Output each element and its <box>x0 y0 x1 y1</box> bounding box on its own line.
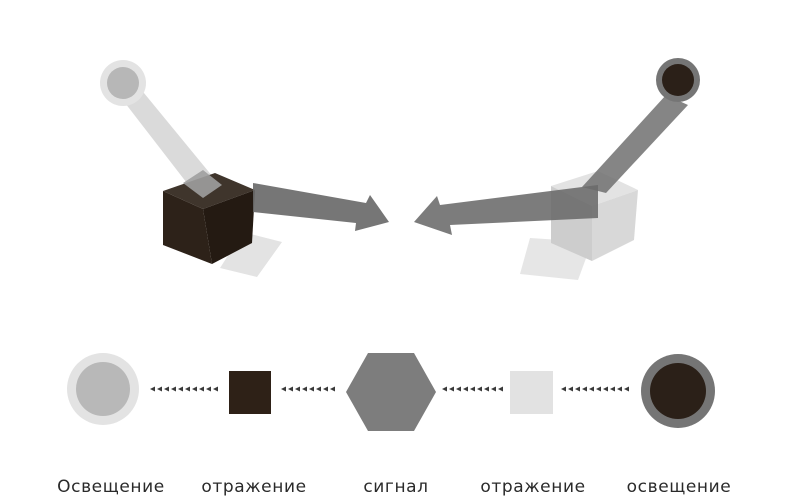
legend-reflection-light <box>510 371 553 414</box>
legend-connector-4 <box>561 386 629 392</box>
legend-signal-hexagon <box>346 353 436 431</box>
legend-connector-2 <box>281 386 335 392</box>
legend-illumination-dark <box>641 354 715 428</box>
label-illumination-left: Освещение <box>57 477 165 497</box>
legend-reflection-dark <box>229 371 271 414</box>
legend-illumination-light <box>67 353 139 425</box>
left-dark-cube-shadow <box>220 232 282 277</box>
left-light-beam <box>115 76 222 200</box>
right-scene <box>414 58 700 280</box>
left-light-spot <box>183 170 222 198</box>
label-reflection-right: отражение <box>480 477 586 497</box>
left-light-source-inner <box>107 67 139 99</box>
right-light-beam <box>582 95 688 193</box>
legend-connector-1 <box>150 386 218 392</box>
right-light-source-inner <box>662 64 694 96</box>
left-reflection-arrow <box>253 183 389 231</box>
left-scene <box>100 60 389 277</box>
legend-connector-3 <box>442 386 503 392</box>
label-signal: сигнал <box>363 477 429 497</box>
label-reflection-left: отражение <box>201 477 307 497</box>
legend-row <box>67 353 715 431</box>
label-illumination-right: освещение <box>626 477 732 497</box>
right-reflection-arrow <box>414 185 598 235</box>
